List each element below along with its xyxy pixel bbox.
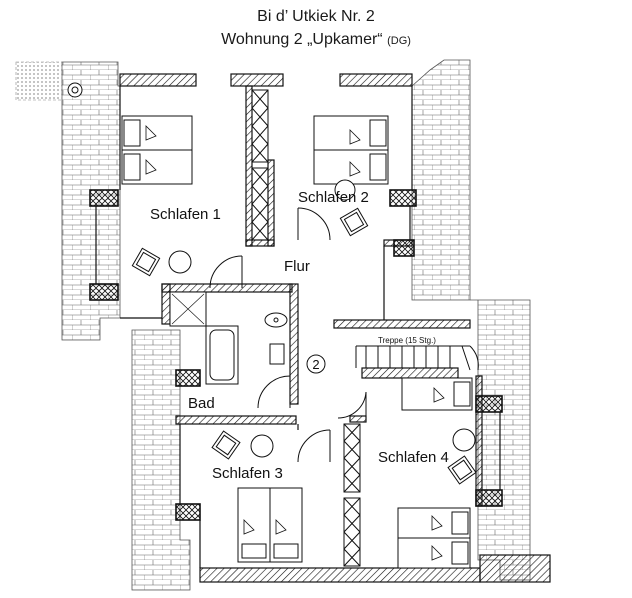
furniture-chairs-tables [67, 82, 477, 485]
unit-number-marker: 2 [306, 354, 326, 374]
plan-title: Bi d’ Utkiek Nr. 2 [0, 8, 632, 26]
floor-label: (DG) [387, 35, 411, 47]
room-label-schlafen4: Schlafen 4 [378, 449, 449, 466]
room-label-schlafen2: Schlafen 2 [298, 189, 369, 206]
room-label-flur: Flur [284, 258, 310, 275]
walls [119, 73, 551, 583]
room-label-bad: Bad [188, 395, 215, 412]
unit-number: 2 [312, 357, 319, 372]
wardrobes [251, 89, 361, 567]
room-label-schlafen1: Schlafen 1 [150, 206, 221, 223]
room-labels: Schlafen 1 Schlafen 2 Flur Bad Schlafen … [150, 189, 449, 482]
wall-outlines [95, 86, 501, 568]
beds [121, 115, 473, 569]
bathroom-fixtures [169, 291, 288, 385]
room-label-schlafen3: Schlafen 3 [212, 465, 283, 482]
plan-subtitle: Wohnung 2 „Upkamer“ (DG) [0, 31, 632, 49]
doors [209, 207, 367, 463]
stairs-label: Treppe (15 Stg.) [378, 336, 436, 345]
staircase [355, 345, 479, 371]
bed-folds [145, 125, 445, 561]
plan-title-text: Bi d’ Utkiek Nr. 2 [257, 8, 375, 25]
chimney-blocks [89, 189, 503, 521]
plan-subtitle-text: Wohnung 2 „Upkamer“ [221, 31, 383, 48]
